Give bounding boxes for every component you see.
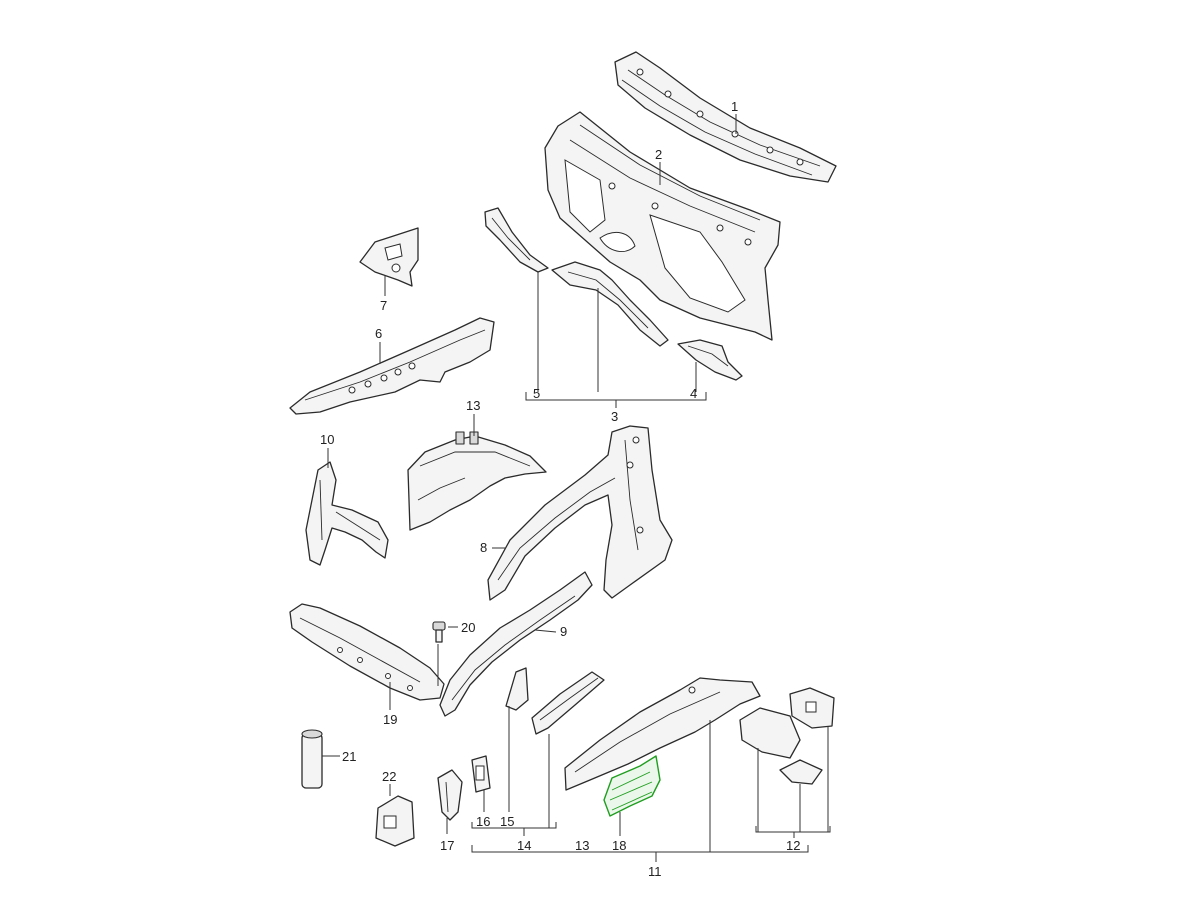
part-6-rail[interactable] [289, 317, 495, 415]
callout-7[interactable]: 7 [380, 298, 387, 313]
callout-13-lower[interactable]: 13 [575, 838, 589, 853]
callout-1[interactable]: 1 [731, 99, 738, 114]
callout-13-upper[interactable]: 13 [466, 398, 480, 413]
callout-22[interactable]: 22 [382, 769, 396, 784]
part-10-pillar-bracket[interactable] [305, 461, 389, 566]
callout-15[interactable]: 15 [500, 814, 514, 829]
callout-18[interactable]: 18 [612, 838, 626, 853]
part-16-clip[interactable] [471, 755, 491, 793]
callout-2[interactable]: 2 [655, 147, 662, 162]
part-13-rear-rail[interactable] [564, 677, 761, 791]
part-12-rear-brackets[interactable] [739, 687, 835, 785]
callouts: 1 2 7 6 5 4 3 13 10 8 9 20 19 21 22 17 1… [320, 99, 800, 879]
part-9-arc-rail[interactable] [439, 571, 593, 717]
callout-10[interactable]: 10 [320, 432, 334, 447]
callout-8[interactable]: 8 [480, 540, 487, 555]
part-20-bolt[interactable] [432, 621, 446, 643]
callout-19[interactable]: 19 [383, 712, 397, 727]
part-2-bulkhead[interactable] [544, 111, 781, 341]
callout-21[interactable]: 21 [342, 749, 356, 764]
callout-9[interactable]: 9 [560, 624, 567, 639]
part-4-bracket[interactable] [677, 339, 743, 381]
part-15-bracket[interactable] [505, 667, 529, 711]
callout-3[interactable]: 3 [611, 409, 618, 424]
callout-6[interactable]: 6 [375, 326, 382, 341]
callout-5[interactable]: 5 [533, 386, 540, 401]
part-3-support[interactable] [551, 261, 669, 347]
callout-17[interactable]: 17 [440, 838, 454, 853]
callout-12[interactable]: 12 [786, 838, 800, 853]
callout-11[interactable]: 11 [648, 864, 662, 879]
part-21-sleeve[interactable] [301, 729, 323, 789]
part-14-sill[interactable] [531, 671, 605, 735]
part-22-mount[interactable] [375, 795, 415, 847]
part-18-reinforcement[interactable] [603, 755, 661, 817]
callout-4[interactable]: 4 [690, 386, 697, 401]
callout-20[interactable]: 20 [461, 620, 475, 635]
part-5-bracket[interactable] [484, 207, 549, 273]
callout-16[interactable]: 16 [476, 814, 490, 829]
part-13-wheelhouse[interactable] [407, 431, 547, 531]
part-8-a-pillar[interactable] [487, 425, 673, 601]
leader-lines [322, 114, 831, 862]
part-7-bracket[interactable] [359, 227, 419, 287]
part-17-bracket[interactable] [437, 769, 463, 821]
part-19-front-rail[interactable] [289, 603, 445, 701]
callout-14[interactable]: 14 [517, 838, 531, 853]
